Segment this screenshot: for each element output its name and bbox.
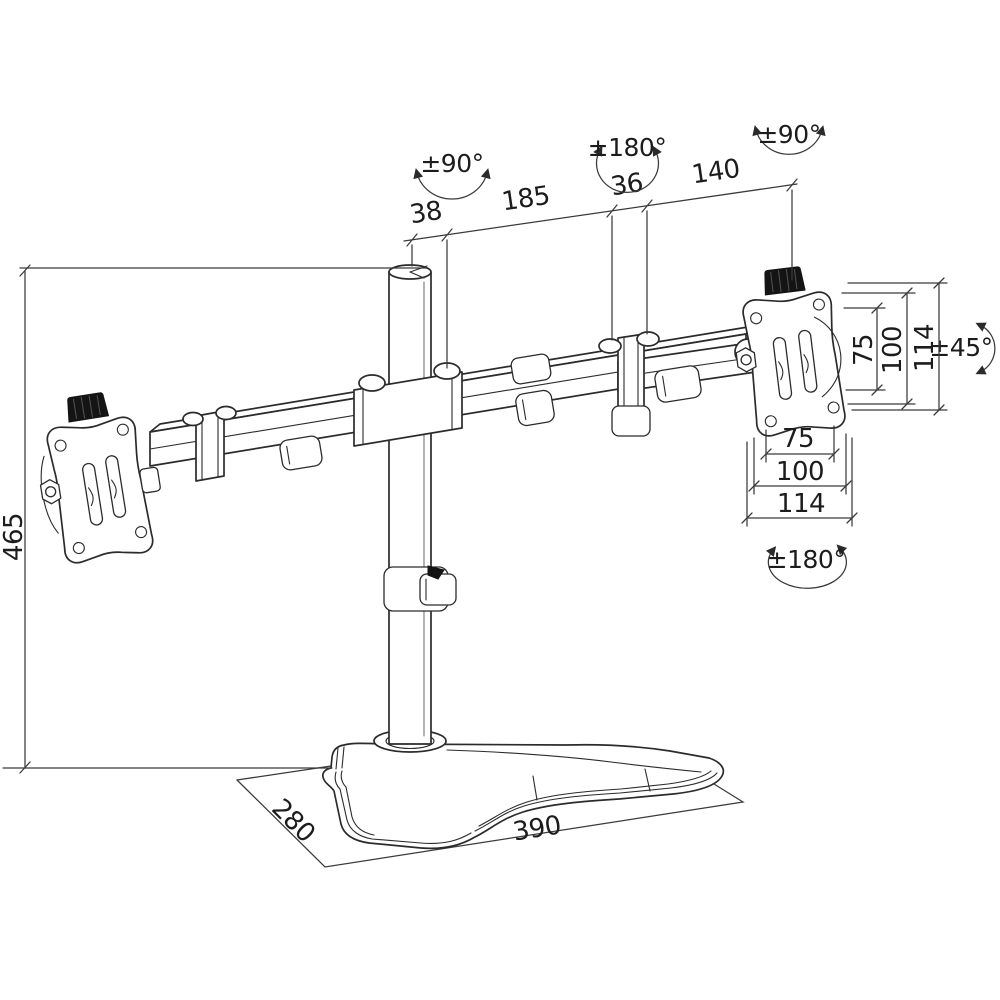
pole-cable-clip — [383, 565, 457, 612]
pole-clip-latch — [427, 565, 445, 580]
pole — [383, 264, 457, 745]
boss-arc — [813, 316, 842, 398]
joint-screw-dome — [182, 411, 204, 427]
pole-clamp-body — [353, 371, 463, 447]
swivel-arc — [765, 544, 848, 589]
dim-100-v — [841, 292, 916, 405]
dimension-line — [403, 183, 798, 242]
dimension-ticks — [741, 448, 858, 524]
angle-head-tilt-label: ±45° — [929, 333, 992, 362]
dim-114-h — [746, 437, 853, 527]
cable-clip — [611, 405, 651, 437]
vesa-hole — [812, 298, 825, 311]
base-outline — [322, 742, 725, 850]
dim-390-label: 390 — [511, 810, 563, 847]
pole-top-wedge — [409, 265, 428, 279]
vesa-hole — [116, 423, 129, 436]
dim-75v-label: 75 — [849, 334, 879, 366]
joint-screw-dome — [215, 405, 237, 421]
base-front-rim — [340, 770, 718, 836]
crossbar-cable-clips — [279, 353, 555, 471]
dimension-ticks — [871, 277, 945, 416]
tension-knob — [764, 266, 806, 296]
tilt-arc — [975, 322, 996, 375]
dim-100-h — [753, 433, 847, 495]
right-arm-joint — [598, 331, 762, 437]
vesa-hole — [135, 526, 148, 539]
dim-100h-label: 100 — [776, 457, 824, 487]
dim-75-v — [843, 307, 886, 391]
dim-height: 465 — [0, 264, 428, 774]
tilt-joint-nut — [39, 479, 62, 505]
dim-height-label: 465 — [0, 513, 29, 561]
knob-ribs — [72, 395, 101, 419]
base-left-ridge — [334, 746, 472, 844]
vesa-hole — [750, 312, 763, 325]
angle-pole-rotation-label: ±90° — [420, 149, 483, 178]
dim-vesa-horizontal: 75 100 114 — [741, 424, 858, 527]
clamp-screw-dome — [358, 374, 386, 392]
dim-75h-label: 75 — [782, 424, 814, 454]
rotation-arc — [413, 168, 491, 200]
vesa-hole — [54, 439, 67, 452]
knob-ribs — [770, 269, 798, 293]
slot-detail — [778, 354, 809, 381]
dim-114v-label: 114 — [910, 324, 940, 372]
joint-screw-dome — [636, 331, 660, 347]
dim-114-v — [847, 282, 948, 411]
dimension-annotations: 465 38 185 36 140 ±90° ±180° ±90° ±45° — [0, 120, 996, 849]
cable-clip-detail — [286, 445, 291, 465]
slot-detail — [87, 479, 117, 507]
angle-arm-swivel-label: ±180° — [588, 133, 667, 162]
cable-clip — [279, 435, 323, 471]
pole-body — [388, 271, 432, 745]
cable-clip — [654, 365, 702, 403]
dim-75-h — [765, 425, 835, 463]
plate-outline — [46, 416, 154, 564]
dim-280-label: 280 — [265, 793, 320, 848]
dimension-ticks — [406, 178, 798, 247]
angle-head-rotation-label: ±90° — [757, 120, 820, 149]
tension-knob — [67, 392, 110, 423]
dim-36-label: 36 — [609, 168, 645, 202]
cable-clip — [515, 389, 555, 427]
rotation-arc — [752, 125, 826, 155]
rotation-arc — [593, 145, 662, 194]
plate-outline — [742, 291, 846, 437]
right-vesa-plate — [735, 266, 846, 437]
tilt-joint-nut — [735, 347, 757, 373]
joint-screw-dome — [598, 338, 622, 354]
vesa-hole — [827, 401, 840, 414]
dim-top-chain: 38 185 36 140 — [403, 154, 798, 369]
dim-100v-label: 100 — [878, 326, 908, 374]
base-top-panel-line — [446, 749, 702, 773]
cable-clip-detail — [662, 375, 667, 397]
pole-clamp-ribs — [362, 373, 453, 445]
arm-end-clip — [139, 466, 161, 494]
cable-clip — [510, 353, 552, 385]
footprint-edges — [236, 775, 745, 868]
left-arm-joint — [182, 405, 237, 482]
vesa-hole — [72, 541, 85, 555]
cable-clip-detail — [521, 399, 527, 421]
joint-bracket — [195, 410, 225, 482]
dim-38-label: 38 — [408, 196, 444, 230]
left-vesa-plate — [39, 392, 161, 564]
base-rim-seams — [532, 768, 651, 801]
dimension-ticks — [19, 264, 31, 774]
dim-140-label: 140 — [690, 154, 742, 191]
angle-head-swivel-label: ±180° — [767, 545, 846, 574]
dim-vesa-vertical: 75 100 114 — [841, 277, 948, 416]
dim-185-label: 185 — [500, 181, 552, 218]
vesa-hole — [764, 415, 777, 428]
dim-114h-label: 114 — [777, 489, 825, 519]
angle-annotations: ±90° ±180° ±90° ±45° ±180° — [413, 120, 996, 589]
joint-bracket-ribs — [201, 411, 219, 481]
